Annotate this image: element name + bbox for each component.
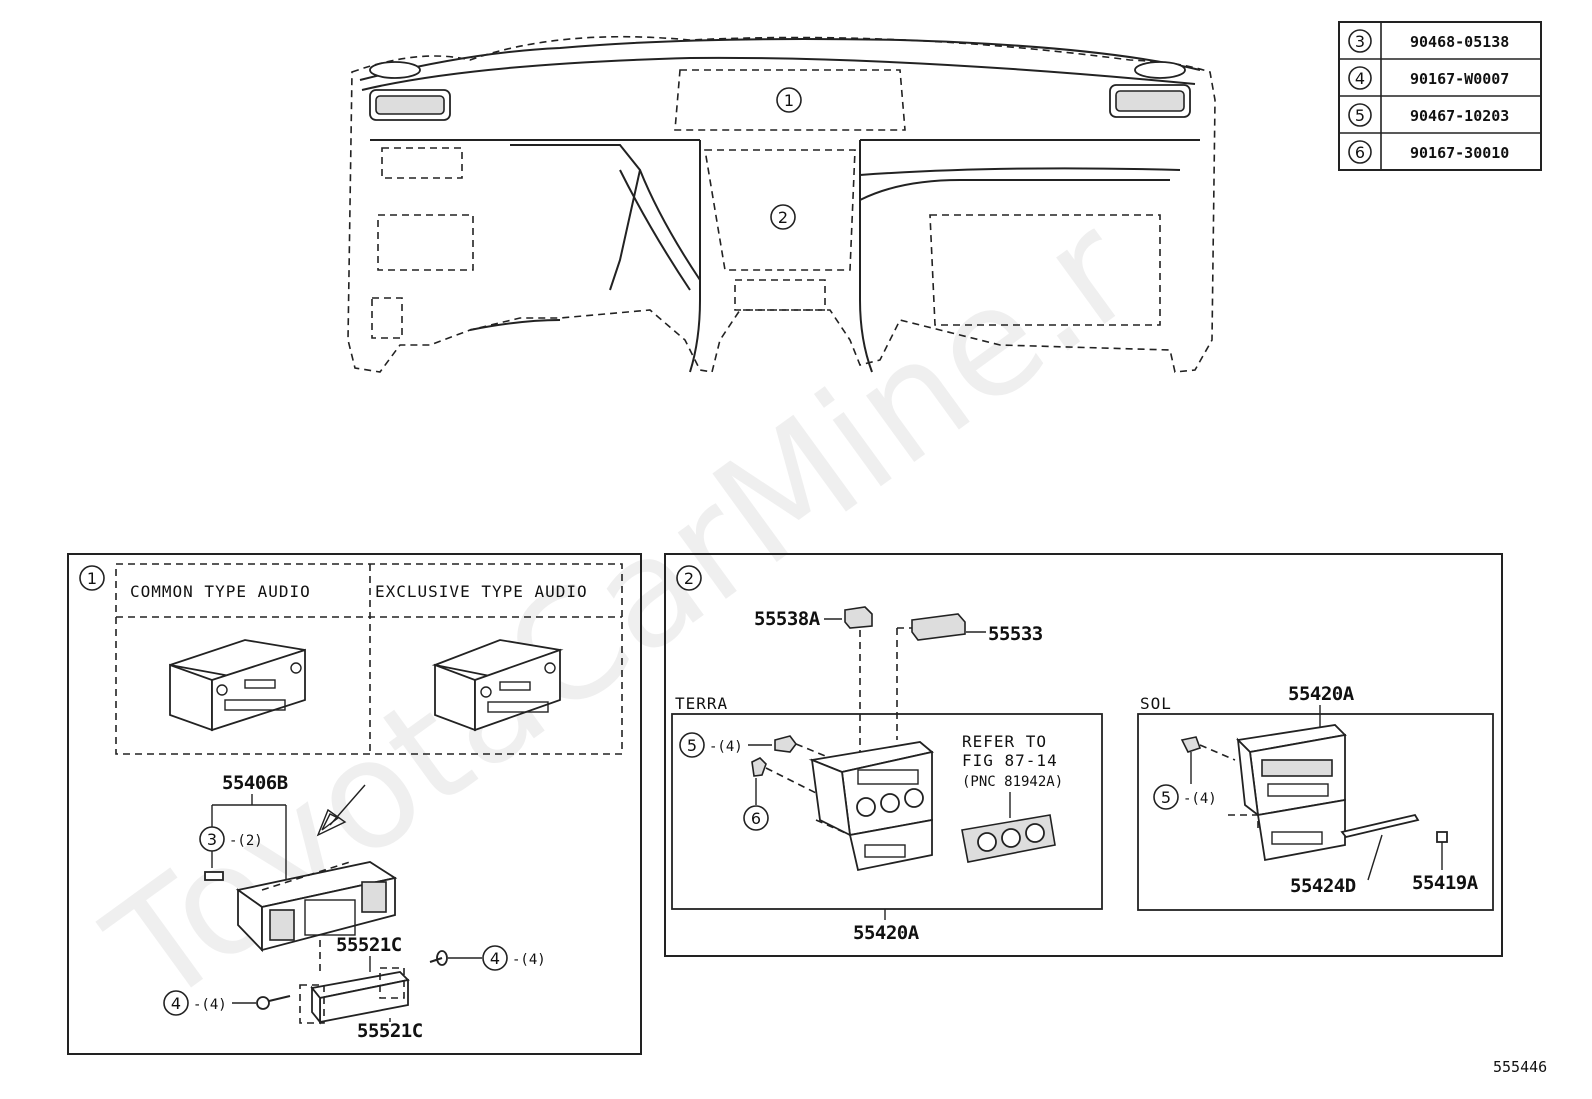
audio-bracket-illustration: [299, 967, 410, 1025]
svg-text:-(4): -(4): [709, 739, 743, 755]
part-number-55419A: 55419A: [1412, 872, 1479, 894]
svg-text:90167-30010: 90167-30010: [1410, 144, 1509, 162]
svg-text:-(4): -(4): [512, 952, 546, 968]
part-number-55420A-sol: 55420A: [1288, 683, 1355, 705]
svg-text:90468-05138: 90468-05138: [1410, 33, 1509, 51]
refer-to-text-line1: REFER TO: [962, 732, 1047, 751]
part-number-55424D: 55424D: [1290, 875, 1356, 897]
part-number-55533: 55533: [988, 623, 1043, 645]
exclusive-audio-unit-illustration: [431, 639, 564, 732]
refer-to-text-line3: (PNC 81942A): [962, 774, 1063, 790]
part-number-55406B: 55406B: [222, 772, 288, 794]
svg-text:2: 2: [684, 569, 694, 588]
svg-text:90467-10203: 90467-10203: [1410, 107, 1509, 125]
exclusive-type-audio-label: EXCLUSIVE TYPE AUDIO: [375, 582, 588, 601]
svg-text:-(4): -(4): [1183, 791, 1217, 807]
svg-text:5: 5: [687, 736, 697, 755]
svg-text:-(2): -(2): [229, 833, 263, 849]
svg-text:6: 6: [1355, 143, 1365, 162]
dashboard-outline: [347, 35, 1216, 373]
parts-table-row: 4 90167-W0007: [1348, 66, 1509, 90]
refer-to-text-line2: FIG 87-14: [962, 751, 1058, 770]
svg-text:6: 6: [751, 809, 761, 828]
part-number-55521C-top: 55521C: [336, 934, 402, 956]
hvac-knob-panel-illustration: [961, 814, 1056, 863]
svg-text:5: 5: [1161, 788, 1171, 807]
svg-text:-(4): -(4): [193, 997, 227, 1013]
svg-text:5: 5: [1355, 106, 1365, 125]
diagram-id: 555446: [1493, 1058, 1547, 1076]
dash-callout-1: 1: [776, 87, 802, 113]
parts-table-row: 5 90467-10203: [1348, 103, 1509, 127]
screw-left-illustration: [256, 995, 291, 1010]
dash-callout-2: 2: [770, 204, 796, 230]
detail-panel-2: 2 55538A 55533 TERRA 5 -(4) 6: [664, 553, 1503, 957]
svg-text:3: 3: [1355, 32, 1365, 51]
parts-table-row: 6 90167-30010: [1348, 140, 1509, 164]
parts-table-row: 3 90468-05138: [1348, 29, 1509, 53]
svg-text:3: 3: [207, 830, 217, 849]
detail-panel-1: 1 COMMON TYPE AUDIO EXCLUSIVE TYPE AUDIO: [67, 553, 642, 1055]
svg-text:4: 4: [490, 949, 500, 968]
svg-text:1: 1: [87, 569, 97, 588]
terra-console-illustration: [808, 741, 934, 872]
parts-table: 3 90468-05138 4 90167-W0007 5 90467-1020…: [1338, 21, 1542, 171]
audio-cluster-bezel-illustration: [204, 861, 398, 953]
sol-console-illustration: [1228, 724, 1347, 862]
svg-text:4: 4: [1355, 69, 1365, 88]
screw-right-illustration: [429, 950, 448, 966]
svg-text:2: 2: [778, 208, 788, 227]
common-type-audio-label: COMMON TYPE AUDIO: [130, 582, 311, 601]
common-audio-unit-illustration: [169, 639, 306, 732]
part-number-55521C-bottom: 55521C: [357, 1020, 423, 1042]
svg-text:1: 1: [784, 91, 794, 110]
part-number-55420A-terra: 55420A: [853, 922, 920, 944]
sol-label: SOL: [1140, 694, 1172, 713]
svg-text:4: 4: [171, 994, 181, 1013]
svg-text:90167-W0007: 90167-W0007: [1410, 70, 1509, 88]
terra-label: TERRA: [675, 694, 728, 713]
part-number-55538A: 55538A: [754, 608, 821, 630]
